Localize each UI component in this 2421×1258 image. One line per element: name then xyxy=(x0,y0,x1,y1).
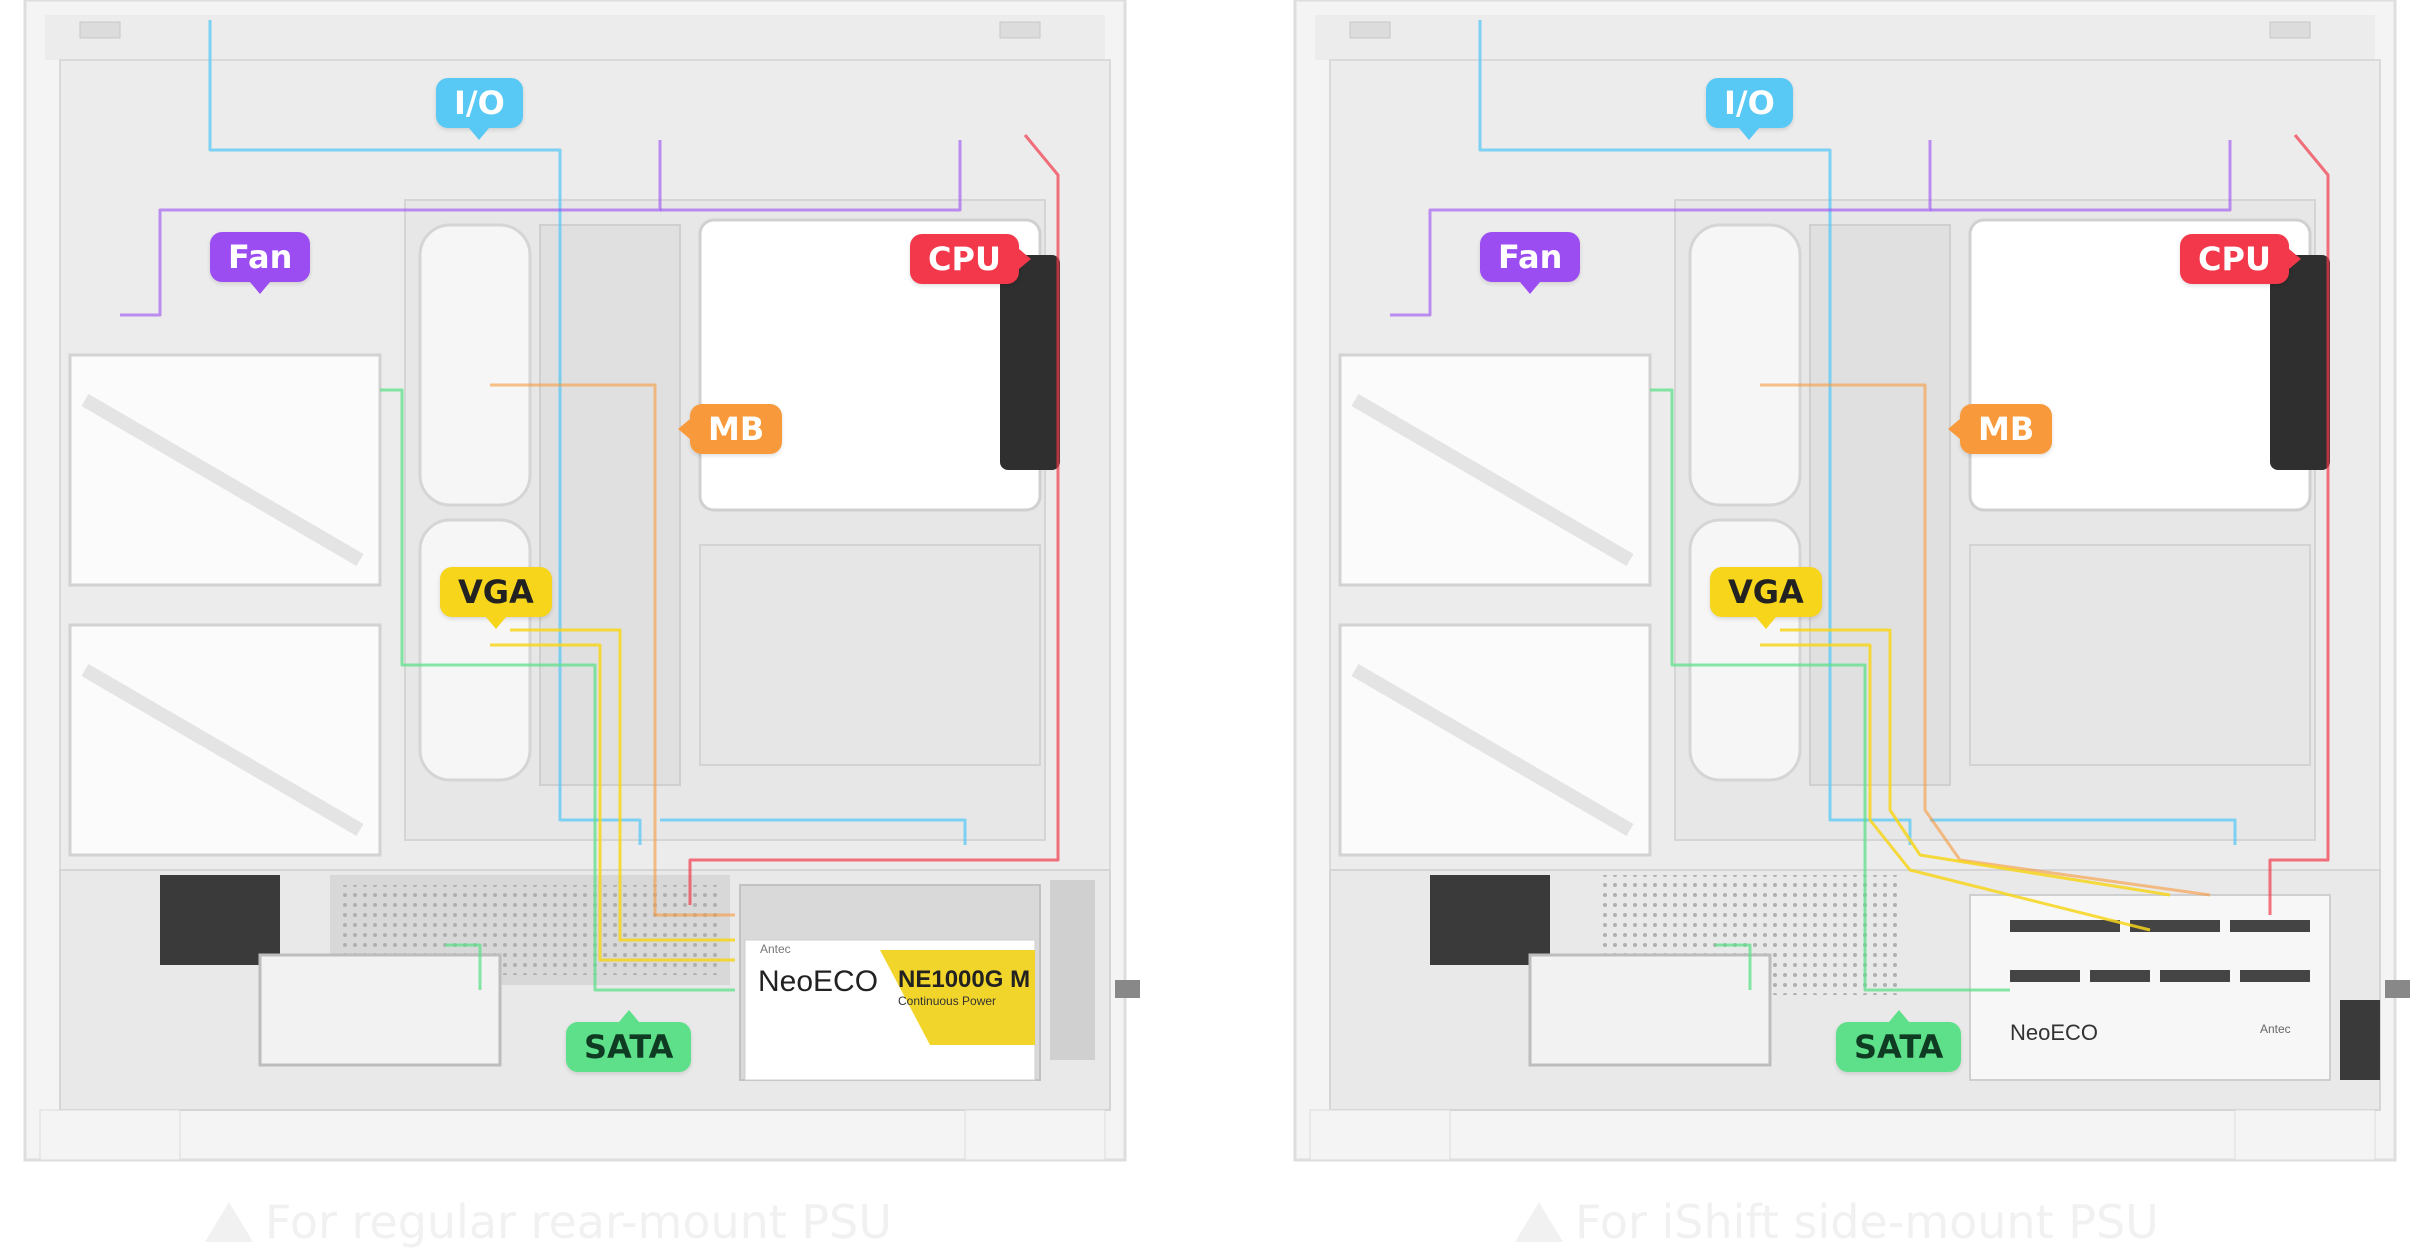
mb-label: MB xyxy=(1947,404,2053,454)
cpu-label: CPU xyxy=(2180,234,2301,284)
caption-side-mount: For iShift side-mount PSU xyxy=(1515,1195,2159,1249)
case-illustration xyxy=(23,0,1140,1162)
cpu-label: CPU xyxy=(910,234,1031,284)
psu-maker: Antec xyxy=(2260,1022,2291,1036)
psu-model: NE1000G M xyxy=(898,966,1031,993)
fan-label: Fan xyxy=(210,232,311,294)
psu-maker: Antec xyxy=(760,942,791,956)
psu-brand: NeoECO xyxy=(758,965,879,998)
vga-label: VGA xyxy=(440,567,552,629)
case-panel-rear-mount: I/O Fan CPU MB VGA SATA NeoECO NE1000G M… xyxy=(0,0,1140,1258)
warning-icon xyxy=(205,1202,253,1242)
warning-icon xyxy=(1515,1202,1563,1242)
mb-label: MB xyxy=(677,404,783,454)
psu-model-sub: Continuous Power xyxy=(898,994,997,1008)
case-panel-side-mount: I/O Fan CPU MB VGA SATA NeoECO Antec For… xyxy=(1270,0,2410,1258)
sata-label: SATA xyxy=(1836,1010,1962,1072)
fan-label: Fan xyxy=(1480,232,1581,294)
vga-label: VGA xyxy=(1710,567,1822,629)
io-label: I/O xyxy=(1706,78,1793,140)
caption-rear-mount: For regular rear-mount PSU xyxy=(205,1195,892,1249)
case-illustration xyxy=(1293,0,2410,1162)
io-label: I/O xyxy=(436,78,523,140)
sata-label: SATA xyxy=(566,1010,692,1072)
psu-brand: NeoECO xyxy=(2010,1020,2099,1045)
